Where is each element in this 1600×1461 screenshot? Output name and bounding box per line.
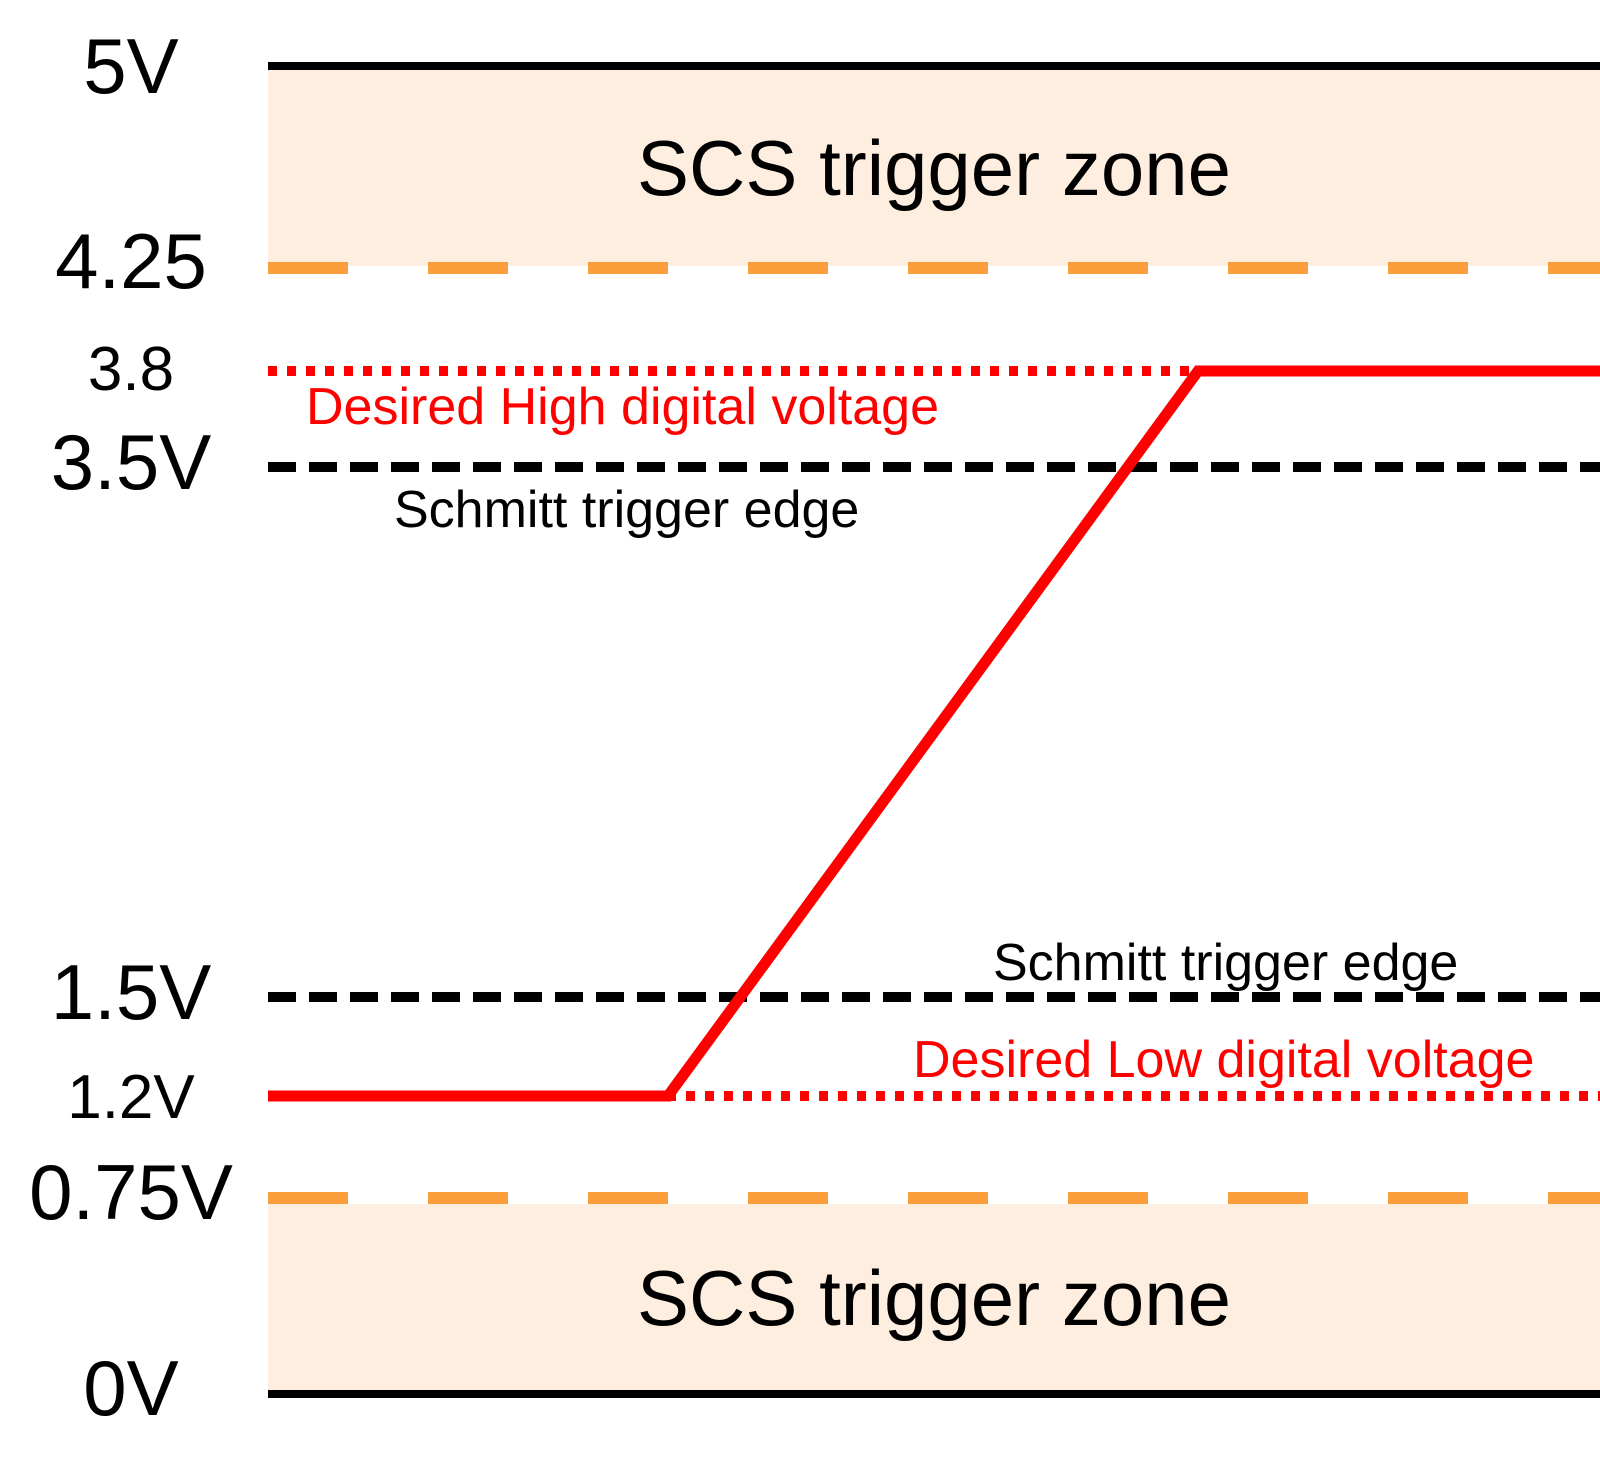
axis-label-4-25: 4.25 (55, 217, 207, 305)
schmitt-trigger-edge-bottom-label: Schmitt trigger edge (993, 934, 1459, 992)
axis-label-3-5v: 3.5V (50, 418, 212, 506)
scs-threshold-line-4-25v (268, 262, 1600, 274)
axis-label-3-8: 3.8 (87, 335, 175, 404)
desired-high-voltage-line-3-8v (268, 366, 1600, 376)
axis-label-1-2v: 1.2V (67, 1063, 195, 1132)
scs-trigger-zone-high-fill (268, 70, 1600, 266)
desired-low-voltage-label: Desired Low digital voltage (913, 1031, 1535, 1089)
scs-threshold-line-0-75v (268, 1192, 1600, 1204)
axis-label-5v: 5V (83, 22, 179, 110)
scs-trigger-zone-low-fill (268, 1204, 1600, 1390)
axis-label-1-5v: 1.5V (50, 948, 212, 1036)
schmitt-trigger-edge-line-3-5v (268, 462, 1600, 472)
supply-rail-line-5v (268, 62, 1600, 70)
scs-trigger-zone-low-label: SCS trigger zone (637, 1254, 1231, 1342)
desired-low-voltage-line-1-2v (268, 1091, 1600, 1101)
desired-high-voltage-label: Desired High digital voltage (306, 378, 940, 436)
schmitt-trigger-edge-line-1-5v (268, 992, 1600, 1002)
scs-trigger-zone-high-label: SCS trigger zone (637, 124, 1231, 212)
schmitt-trigger-edge-top-label: Schmitt trigger edge (394, 481, 860, 539)
axis-label-0-75v: 0.75V (29, 1148, 233, 1236)
axis-label-0v: 0V (83, 1344, 179, 1432)
ground-rail-line-0v (268, 1390, 1600, 1398)
